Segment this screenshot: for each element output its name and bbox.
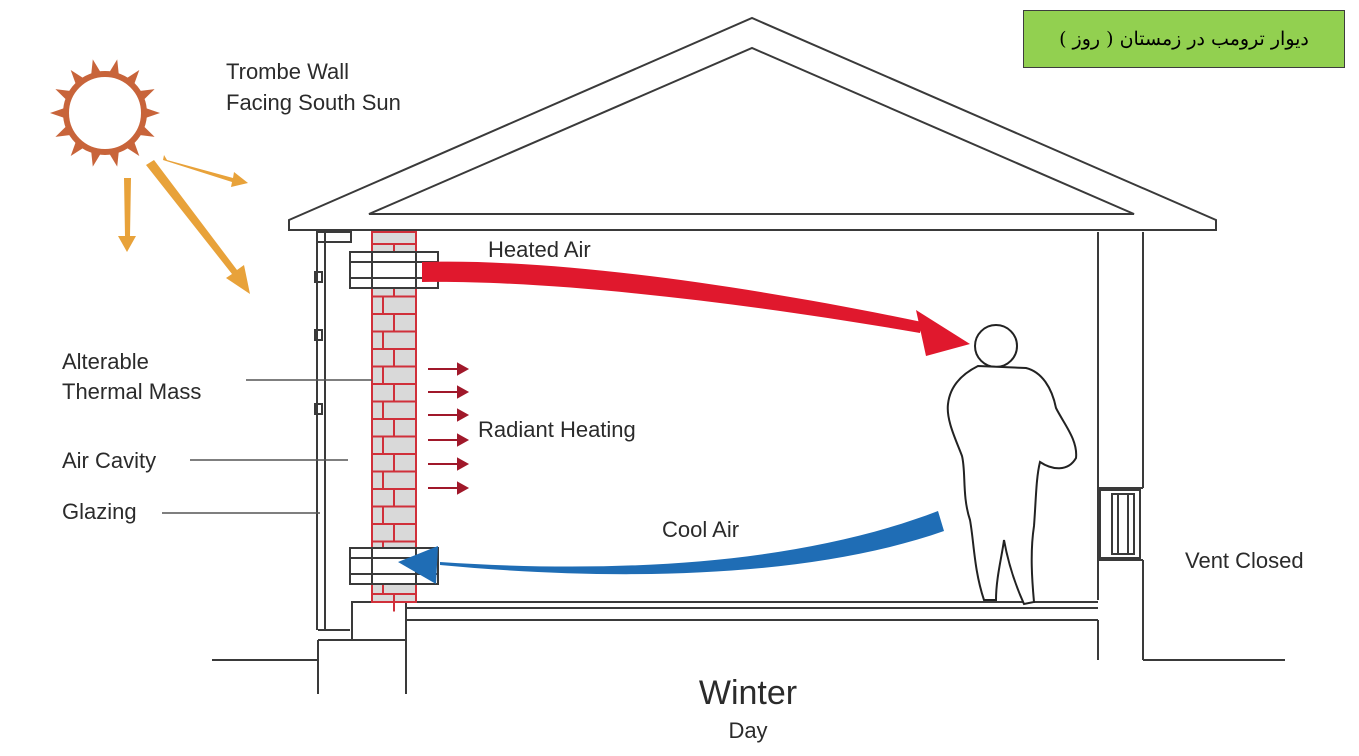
sun-rays <box>118 155 250 294</box>
vent-closed-label: Vent Closed <box>1185 548 1304 573</box>
cool-air-label: Cool Air <box>662 517 739 542</box>
sun-icon <box>50 59 160 167</box>
radiant-heating-label: Radiant Heating <box>478 417 636 442</box>
heated-air-label: Heated Air <box>488 237 591 262</box>
thermal-mass-label: Thermal Mass <box>62 379 201 404</box>
cool-air-arrow <box>398 511 944 584</box>
air-cavity-label: Air Cavity <box>62 448 156 473</box>
season-label: Winter <box>699 674 797 712</box>
sun-ray-down <box>118 178 136 252</box>
person-icon <box>946 324 1078 606</box>
facing-south-sun-label: Facing South Sun <box>226 90 401 115</box>
trombe-wall-label: Trombe Wall <box>226 59 349 84</box>
sun-spike <box>50 107 66 119</box>
sun-ray-diagonal <box>146 160 250 294</box>
sun-spike <box>91 59 102 76</box>
thermal-mass-wall <box>371 231 417 612</box>
leader-lines <box>162 379 372 514</box>
sun-ray-right <box>163 155 248 187</box>
time-of-day-label: Day <box>728 718 767 743</box>
house-roof <box>288 16 1217 231</box>
heated-air-arrow <box>422 261 970 356</box>
persian-title-box: دیوار ترومب در زمستان ( روز ) <box>1023 10 1345 68</box>
sun-spike <box>108 150 119 167</box>
sun-spike <box>144 107 160 119</box>
sun-spike <box>108 59 119 76</box>
sun-spike <box>91 150 102 167</box>
glazing-label: Glazing <box>62 499 137 524</box>
radiant-heating-arrows <box>428 362 470 495</box>
house-structure <box>212 231 1285 694</box>
vent-closed <box>1099 489 1141 559</box>
alterable-label: Alterable <box>62 349 149 374</box>
